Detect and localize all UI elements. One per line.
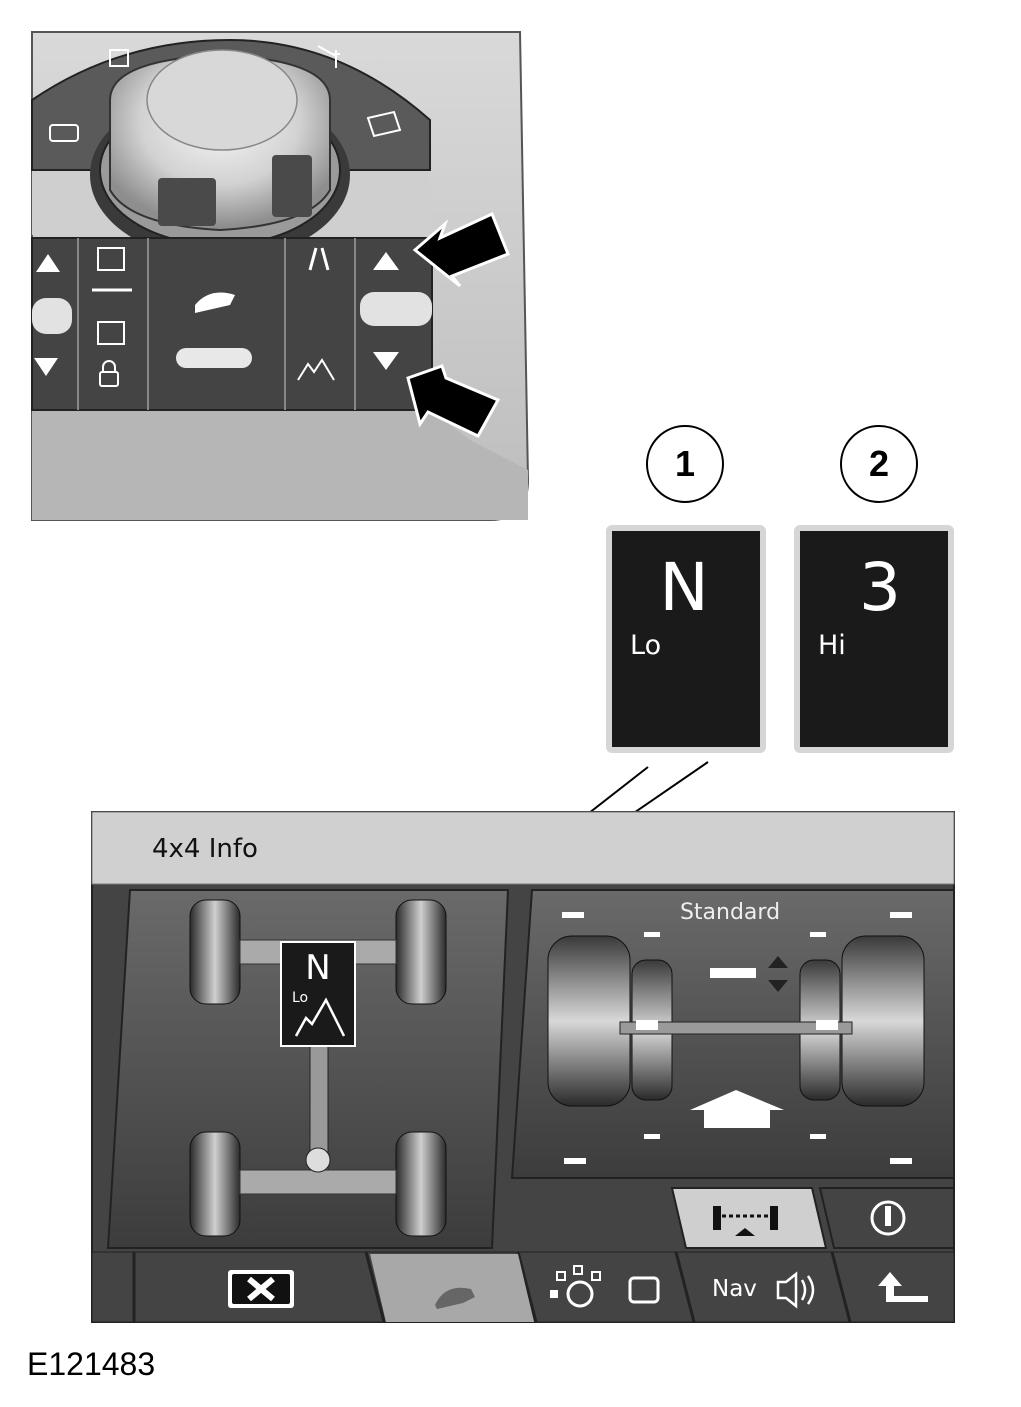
- screen-title: 4x4 Info: [152, 834, 258, 864]
- rock-crawl-icon: [332, 50, 340, 68]
- figure-code: E121483: [27, 1346, 156, 1382]
- grass-gravel-snow-icon: [109, 49, 129, 67]
- up-arrow-icon[interactable]: [373, 252, 399, 270]
- terrain-rotary-knob[interactable]: [90, 49, 350, 260]
- on-road-icon: [49, 124, 79, 142]
- down-arrow-icon[interactable]: [373, 352, 399, 370]
- info-button[interactable]: [818, 1187, 955, 1249]
- access-height-down-icon: [97, 321, 125, 345]
- camera-view-icon: [550, 1265, 660, 1308]
- close-button[interactable]: [228, 1270, 294, 1308]
- access-height-up-icon: [92, 247, 132, 292]
- callout-1-number: 1: [674, 443, 696, 484]
- gear-badge-lo: [606, 525, 766, 753]
- mini-badge-gear: N: [305, 948, 331, 988]
- suspension-mode-label: Standard: [679, 900, 781, 925]
- height-adjust-icon: [768, 956, 788, 992]
- axle-view-button[interactable]: [670, 1187, 828, 1249]
- hi-range-road-icon: [308, 247, 330, 271]
- ride-height-bar: [710, 968, 756, 978]
- display-screen: [91, 811, 955, 1323]
- back-arrow-icon: [878, 1272, 928, 1302]
- lo-range-mountain-icon: [297, 358, 335, 381]
- terrain-response-console: [31, 31, 530, 521]
- dynamic-mode-button[interactable]: [176, 292, 252, 368]
- camera-view-button[interactable]: [550, 1265, 660, 1308]
- pointer-arrow-down: [406, 364, 501, 438]
- lock-icon: [99, 360, 119, 387]
- badge-2-range: Hi: [818, 630, 846, 661]
- callout-1: 1: [646, 425, 724, 503]
- suspension-diagram: [547, 912, 925, 1164]
- terrain-response-button[interactable]: [370, 1254, 534, 1322]
- nav-label[interactable]: Nav: [712, 1276, 757, 1302]
- speaker-icon: [776, 1271, 815, 1309]
- mini-gear-badge: [280, 941, 356, 1047]
- forward-arrow-icon: [690, 1090, 784, 1128]
- pointer-arrow-up: [412, 211, 510, 288]
- nav-audio-button[interactable]: [776, 1271, 815, 1309]
- axle-view-icon: [713, 1206, 778, 1236]
- mini-mountain-icon: [294, 997, 346, 1037]
- mini-badge-range: Lo: [292, 990, 309, 1006]
- badge-2-gear: 3: [859, 549, 901, 626]
- back-button[interactable]: [878, 1272, 928, 1302]
- gear-badge-hi: [794, 525, 954, 753]
- left-up-button[interactable]: [36, 254, 60, 272]
- badge-1-range: Lo: [630, 630, 662, 661]
- badge-1-gear: N: [659, 549, 709, 626]
- left-down-button[interactable]: [34, 358, 58, 376]
- mud-ruts-icon: [366, 110, 402, 138]
- terrain-response-icon: [435, 1287, 475, 1309]
- callout-2: 2: [840, 425, 918, 503]
- range-rocker-switch[interactable]: [360, 292, 432, 326]
- callout-2-number: 2: [868, 443, 890, 484]
- info-icon: [870, 1200, 906, 1236]
